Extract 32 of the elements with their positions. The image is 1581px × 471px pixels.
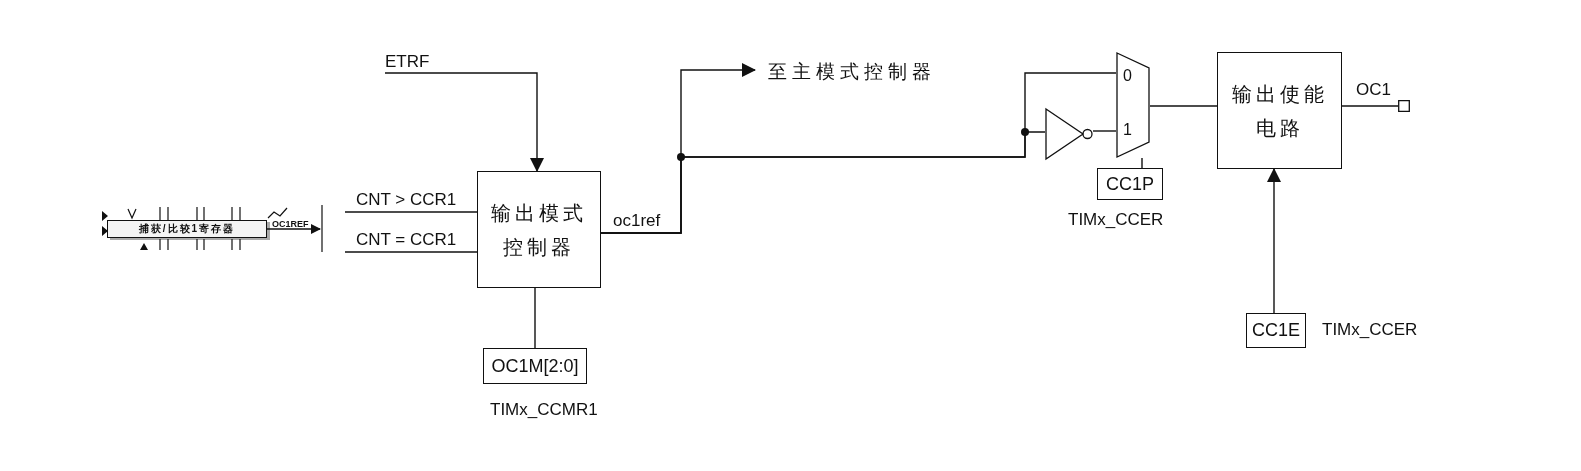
register-box: 捕获/比较1寄存器: [107, 220, 267, 238]
register-name: TIMx_CCER: [1068, 210, 1164, 230]
enable-circuit-box: 输出使能电路: [1217, 52, 1342, 169]
connector-line: [1141, 157, 1143, 169]
signal-label: OC1: [1356, 80, 1391, 100]
input-number: 1: [1123, 120, 1132, 140]
arrow: [1267, 168, 1281, 314]
controller-box: 输出模式控制器: [477, 171, 601, 288]
connector-line: [1149, 105, 1218, 107]
connector-line: [600, 131, 1046, 234]
signal-name: ETRF: [385, 52, 430, 72]
register-bit-box: OC1M[2:0]: [483, 348, 587, 384]
connector-line: [344, 211, 478, 213]
signal-label: OC1REF: [272, 218, 309, 231]
arrow: [384, 72, 544, 172]
connector-line: [1092, 130, 1117, 132]
arrow: [266, 224, 321, 234]
signal-label: CNT = CCR1: [356, 230, 457, 250]
target-text: 至主模式控制器: [768, 62, 936, 82]
register-bit-box: CC1P: [1097, 168, 1163, 200]
signal-label: CNT > CCR1: [356, 190, 457, 210]
inverter-symbol: [1045, 108, 1093, 160]
output-pin: [1398, 100, 1410, 112]
register-name: TIMx_CCMR1: [490, 400, 598, 420]
register-name: TIMx_CCER: [1322, 320, 1418, 340]
connector-line: [344, 251, 478, 253]
register-bit-box: CC1E: [1246, 313, 1306, 348]
input-number: 0: [1123, 66, 1132, 86]
connector-line: [534, 287, 536, 349]
connector-line: [1341, 105, 1399, 107]
signal-label: oc1ref: [613, 211, 661, 231]
multiplexer-symbol: [1116, 52, 1150, 158]
